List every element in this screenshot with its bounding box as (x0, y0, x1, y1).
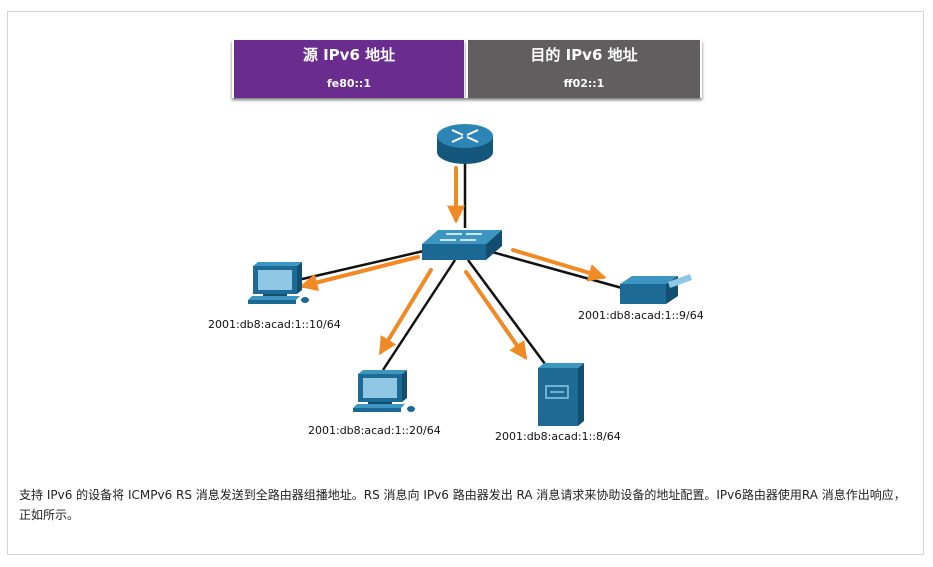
printer-icon (620, 274, 692, 304)
network-links (297, 160, 623, 371)
link-switch-pc-bottom (381, 259, 457, 371)
destination-address-box: 目的 IPv6 地址 ff02::1 (466, 40, 702, 98)
network-diagram (248, 124, 692, 426)
arrow-to-printer (511, 248, 607, 282)
arrow-to-pc-left (299, 255, 420, 292)
pc-left-icon (248, 262, 309, 304)
source-address-title: 源 IPv6 地址 (302, 46, 396, 64)
pc-bottom-address: 2001:db8:acad:1::20/64 (308, 424, 441, 437)
arrow-to-pc-bottom (379, 268, 433, 356)
pc-bottom-icon (353, 370, 415, 412)
router-icon (437, 124, 493, 164)
source-address-box: 源 IPv6 地址 fe80::1 (232, 40, 466, 98)
arrow-to-server (464, 270, 528, 360)
figure-caption: 支持 IPv6 的设备将 ICMPv6 RS 消息发送到全路由器组播地址。RS … (19, 488, 906, 522)
link-switch-pc-left (297, 248, 429, 282)
link-switch-server (466, 259, 550, 369)
source-address-value: fe80::1 (326, 77, 371, 90)
printer-address: 2001:db8:acad:1::9/64 (578, 309, 704, 322)
figure-frame (7, 11, 924, 555)
server-icon (538, 363, 584, 426)
server-address: 2001:db8:acad:1::8/64 (495, 430, 621, 443)
ra-message-arrows (299, 166, 607, 360)
pc-left-address: 2001:db8:acad:1::10/64 (208, 318, 341, 331)
destination-address-title: 目的 IPv6 地址 (530, 46, 638, 64)
destination-address-value: ff02::1 (563, 77, 605, 90)
link-switch-printer (491, 250, 623, 290)
switch-icon (422, 230, 502, 260)
